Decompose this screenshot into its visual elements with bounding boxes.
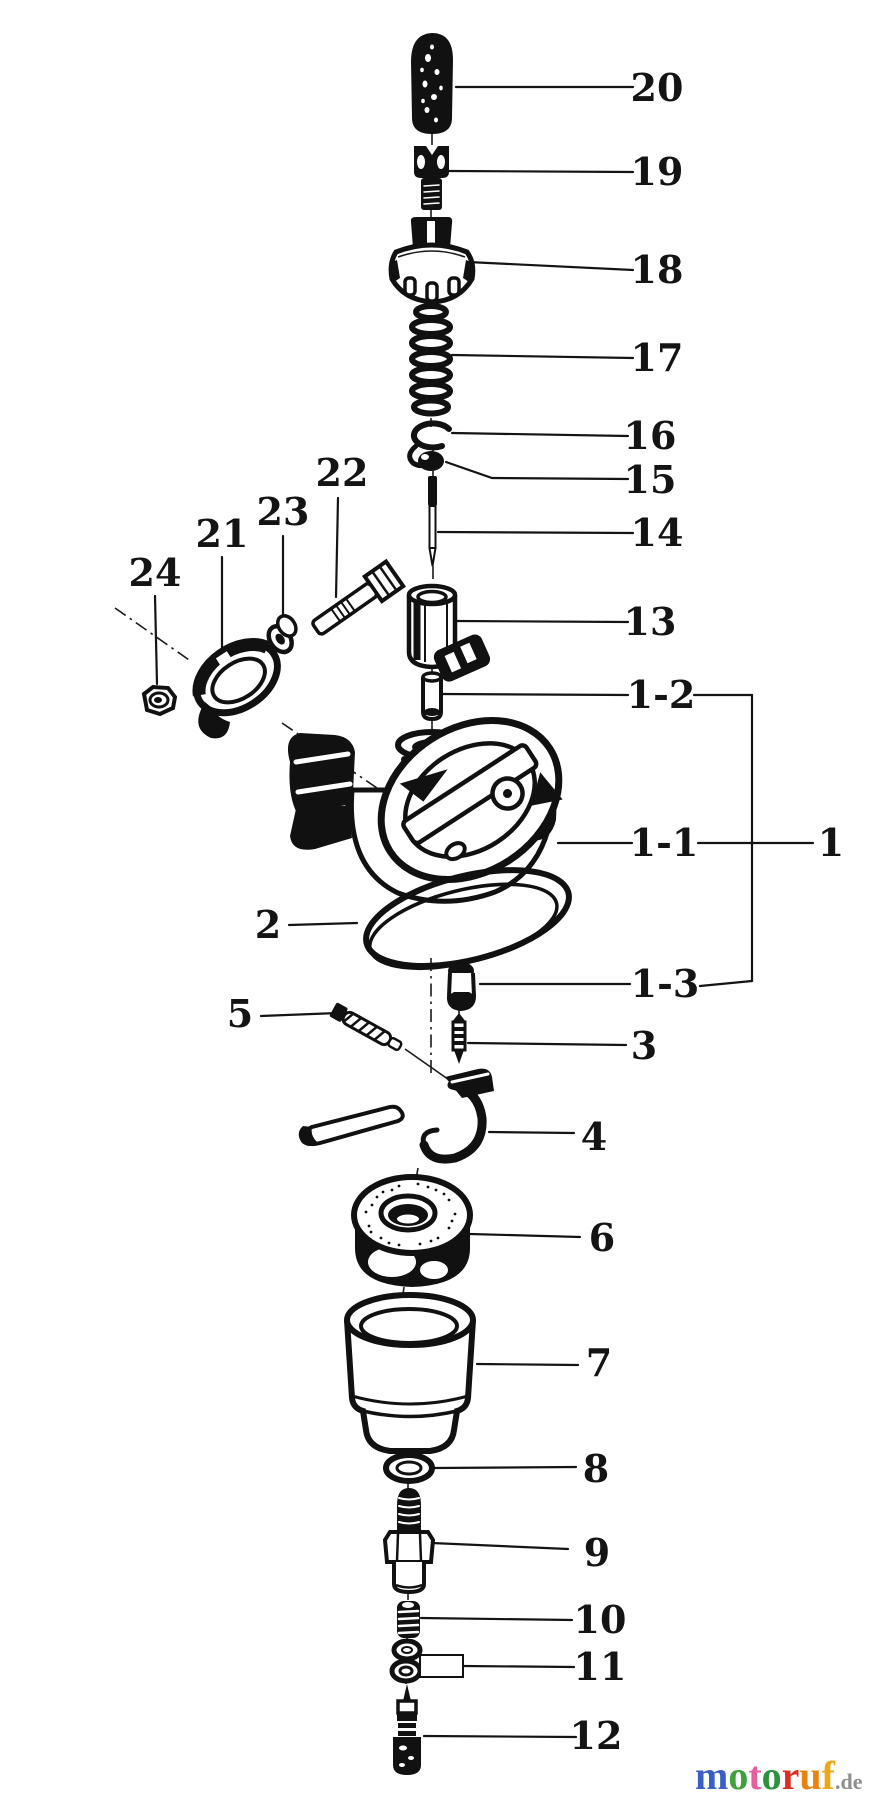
leader-lines [153,85,635,1739]
watermark-letter: f [822,1753,836,1798]
callout-15: 15 [624,457,677,502]
part-4-float-pin [298,1068,494,1164]
part-17-spring [409,303,453,417]
callout-1: 1 [818,820,844,865]
callout-16: 16 [624,413,677,458]
callout-1-2: 1-2 [627,672,696,717]
callout-3: 3 [631,1023,657,1068]
callout-2: 2 [255,902,281,947]
callout-12: 12 [570,1713,623,1758]
callout-13: 13 [624,599,677,644]
callout-23: 23 [257,489,310,534]
callout-18: 18 [631,247,684,292]
part-7-float-bowl [344,1292,476,1454]
watermark-letter: o [762,1753,782,1798]
part-3-float-needle [451,1013,467,1064]
callout-11: 11 [574,1644,627,1689]
part-20-rubber-cap [411,33,453,134]
part-1-1-carburetor-body [287,634,563,904]
watermark-letter: m [695,1753,728,1798]
callout-8: 8 [583,1446,609,1491]
callout-22: 22 [316,450,369,495]
callout-10: 10 [574,1597,627,1642]
part-10-spring [397,1601,420,1638]
callout-21: 21 [196,511,249,556]
watermark-letter: t [748,1753,762,1798]
callout-4: 4 [581,1114,607,1159]
part-11-washers [389,1638,464,1684]
watermark-suffix: .de [835,1769,863,1794]
part-8-o-ring [383,1452,435,1484]
watermark-letter: o [728,1753,748,1798]
part-5-idle-screw [329,1002,403,1051]
part-23-nut [266,614,298,655]
callout-1-3: 1-3 [631,961,700,1006]
part-21-clamp [192,638,281,739]
part-18-knurled-cap [388,217,476,305]
watermark-letter: u [799,1753,821,1798]
callout-17: 17 [631,335,684,380]
callout-1-1: 1-1 [630,820,699,865]
part-14-jet-needle [428,476,437,567]
callout-6: 6 [589,1215,615,1260]
part-19-cable-adjuster [414,146,449,210]
part-12-main-jet [393,1684,421,1775]
callout-labels: 20 19 18 17 16 15 14 13 1-2 1-1 1 1-3 2 … [129,65,845,1758]
group-bracket-1 [692,693,815,988]
part-1-3-valve-seat [446,962,477,1012]
part-2-gasket [363,867,572,970]
part-6-float [351,1174,473,1287]
callout-7: 7 [586,1340,612,1385]
part-24-nut [141,684,178,717]
part-9-drain-screw [382,1488,436,1595]
callout-19: 19 [631,149,684,194]
watermark-letter: r [782,1753,800,1798]
callout-20: 20 [631,65,684,110]
callout-9: 9 [584,1530,610,1575]
part-1-2-needle-jet [421,671,443,722]
callout-14: 14 [631,510,684,555]
part-22-clamp-bolt [311,558,407,636]
callout-11-box [419,1654,464,1678]
callout-24: 24 [129,550,182,595]
callout-5: 5 [227,991,253,1036]
motoruf-watermark: motoruf.de [695,1753,863,1798]
part-15-seal [418,451,444,471]
